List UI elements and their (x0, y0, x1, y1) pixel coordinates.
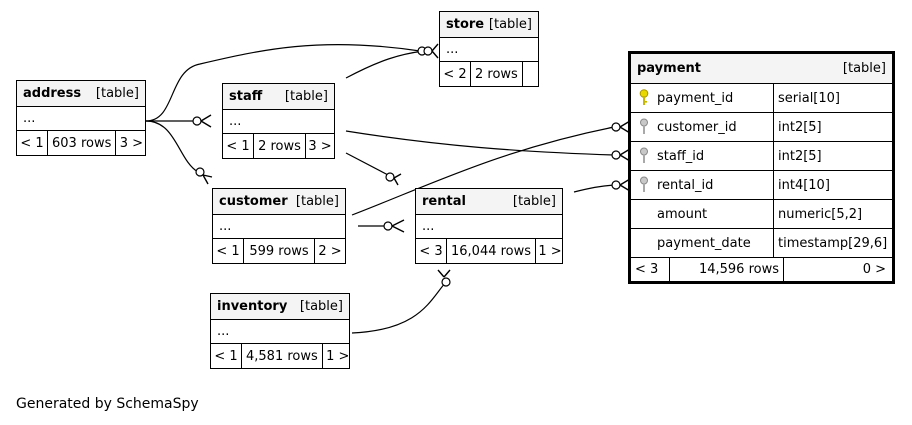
table-body: ... (416, 215, 562, 239)
column-name: rental_id (657, 177, 714, 193)
foreign-key-icon (631, 147, 657, 165)
parents-count: < 1 (213, 239, 244, 263)
row-count: 14,596 rows (670, 258, 784, 281)
parents-count: < 3 (416, 239, 447, 263)
rel-end-circle (611, 122, 621, 132)
crowfoot-arrow (431, 43, 439, 59)
column-row: amount numeric[5,2] (631, 200, 892, 229)
rel-end-circle (383, 221, 393, 231)
column-type: timestamp[29,6] (778, 235, 888, 251)
children-count (523, 62, 538, 86)
parents-count: < 2 (440, 62, 471, 86)
children-count: 1 > (538, 243, 562, 259)
table-body: ... (440, 38, 538, 62)
crowfoot-arrow (393, 173, 402, 186)
table-tag: [table] (299, 299, 343, 314)
column-name: amount (657, 206, 708, 222)
table-name: payment (637, 61, 701, 76)
table-body: ... (223, 110, 334, 134)
column-name: payment_date (657, 235, 751, 251)
column-name: payment_id (657, 90, 734, 106)
primary-key-icon (631, 89, 657, 107)
row-count: 599 rows (244, 239, 315, 263)
crowfoot-arrow (202, 174, 213, 185)
column-type: int2[5] (778, 119, 822, 135)
foreign-key-icon (631, 176, 657, 194)
column-type: int2[5] (778, 148, 822, 164)
parents-count: < 1 (223, 134, 254, 158)
table-body: ... (211, 320, 349, 344)
rel-customer-payment (351, 126, 615, 216)
foreign-key-icon (631, 118, 657, 136)
table-payment[interactable]: payment [table] payment_id serial[10] cus… (628, 51, 895, 284)
table-name: store (446, 17, 485, 32)
table-name: inventory (217, 299, 288, 314)
rel-end-circle (385, 172, 395, 182)
rel-staff-store (345, 50, 425, 79)
column-row: payment_id serial[10] (631, 84, 892, 113)
rel-address-customer (145, 120, 199, 173)
rel-end-circle (441, 277, 451, 287)
column-row: customer_id int2[5] (631, 113, 892, 142)
column-name: customer_id (657, 119, 737, 135)
children-count: 3 > (308, 138, 332, 154)
column-row: rental_id int4[10] (631, 171, 892, 200)
column-type: numeric[5,2] (778, 206, 863, 222)
table-name: rental (422, 194, 466, 209)
children-count: 3 > (119, 135, 144, 151)
table-tag: [table] (284, 89, 328, 104)
generated-by-label: Generated by SchemaSpy (16, 396, 199, 412)
crowfoot-arrow (437, 269, 451, 278)
table-tag: [table] (842, 61, 886, 76)
table-name: address (23, 86, 82, 101)
table-tag: [table] (488, 17, 532, 32)
column-row: payment_date timestamp[29,6] (631, 229, 892, 258)
crowfoot-arrow (200, 114, 212, 128)
rel-end-circle (611, 180, 621, 190)
table-tag: [table] (295, 194, 339, 209)
row-count: 603 rows (48, 131, 117, 155)
row-count: 16,044 rows (447, 239, 537, 263)
parents-count: < 3 (631, 258, 670, 281)
rel-address-store (145, 43, 421, 122)
rel-end-circle (423, 46, 433, 56)
column-row: staff_id int2[5] (631, 142, 892, 171)
rel-end-circle (195, 167, 205, 177)
rel-rental-payment (573, 184, 615, 193)
column-type: serial[10] (778, 90, 840, 106)
row-count: 2 rows (254, 134, 306, 158)
table-name: customer (219, 194, 288, 209)
children-count: 0 > (862, 262, 886, 277)
column-type: int4[10] (778, 177, 830, 193)
row-count: 2 rows (471, 62, 523, 86)
table-name: staff (229, 89, 263, 104)
row-count: 4,581 rows (242, 344, 323, 368)
column-name: staff_id (657, 148, 705, 164)
parents-count: < 1 (211, 344, 242, 368)
table-body: ... (17, 107, 145, 131)
rel-end-circle (192, 116, 202, 126)
children-count: 2 > (318, 243, 342, 259)
parents-count: < 1 (17, 131, 48, 155)
rel-inventory-rental (351, 281, 447, 334)
rel-staff-payment (345, 130, 615, 156)
children-count: 1 > (326, 348, 350, 364)
rel-end-circle (611, 150, 621, 160)
crowfoot-arrow (391, 219, 405, 233)
table-tag: [table] (95, 86, 139, 101)
rel-staff-rental (345, 152, 391, 177)
table-body: ... (213, 215, 345, 239)
table-tag: [table] (512, 194, 556, 209)
